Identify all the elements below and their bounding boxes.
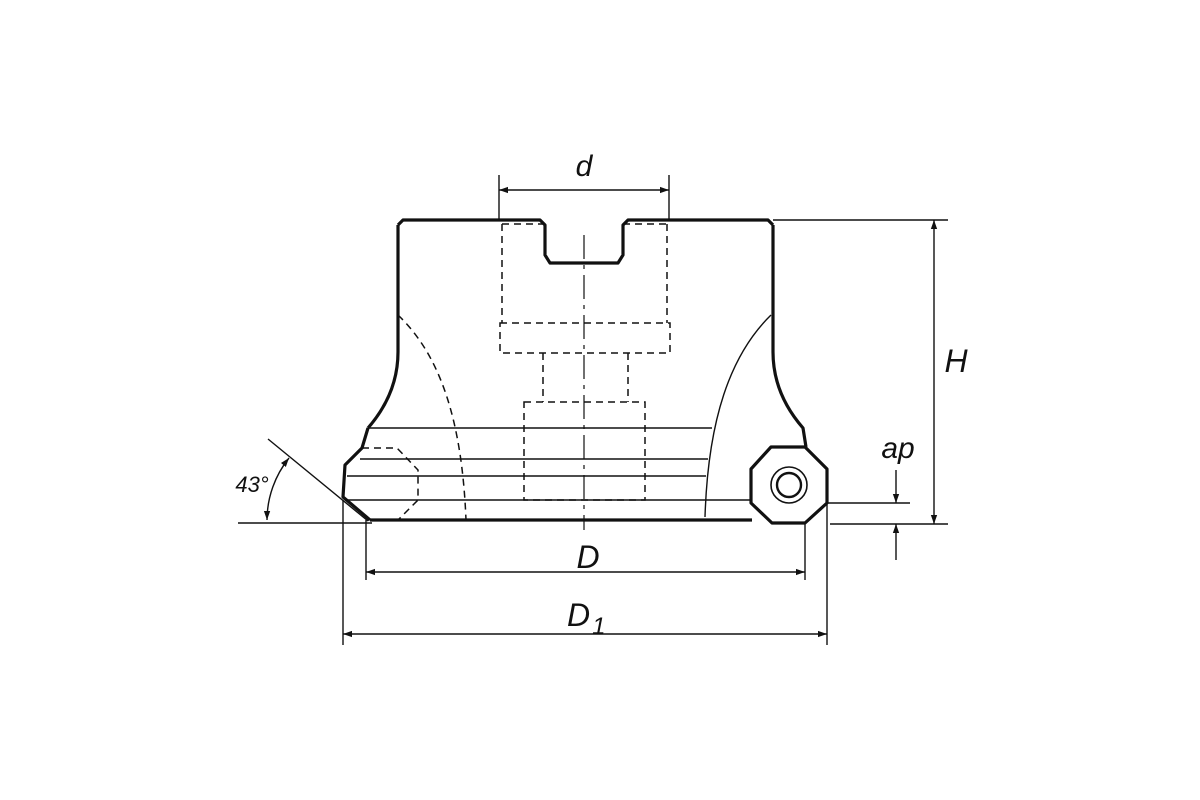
right-insert [749,445,829,525]
dim-H: H [773,219,968,525]
dim-D1: D1 [342,500,828,645]
left-flute-curve [397,314,467,521]
label-D1-sub: 1 [592,613,605,640]
right-flute-curve [704,314,772,518]
dim-ap: ap [827,432,915,560]
label-ap: ap [881,432,914,465]
cutter-body-outline [341,218,808,522]
label-d: d [576,150,594,183]
left-insert-hidden [362,447,419,521]
label-angle: 43° [235,472,268,497]
dim-D: D [365,520,806,580]
screw-inner [775,471,803,499]
label-D1-main: D [567,597,590,633]
screw-outer [770,466,808,504]
label-H: H [944,343,968,379]
body-lines [345,427,751,501]
dim-angle: 43° [235,438,372,524]
label-D: D [576,539,599,575]
dim-d: d [498,150,670,220]
label-D1: D1 [567,597,605,640]
